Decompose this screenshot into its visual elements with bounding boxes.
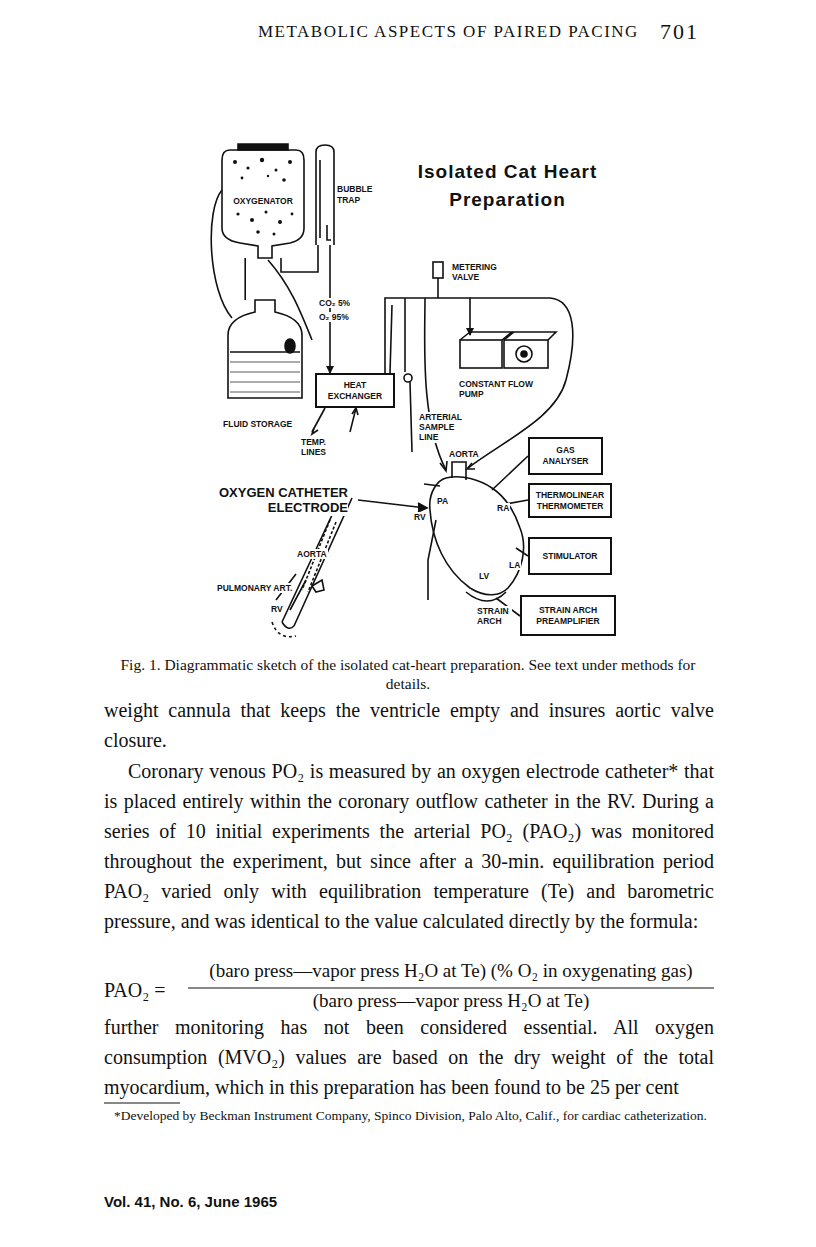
inset-title: OXYGEN CATHETER ELECTRODE (208, 486, 348, 516)
part-label: ARTERIAL SAMPLE LINE (418, 412, 468, 443)
node-text: GAS ANALYSER (533, 445, 598, 466)
oxygenator-vessel: OXYGENATOR (218, 145, 308, 258)
formula-lhs: PAO₂ = (104, 975, 165, 1005)
gas-label: O₂ 95% (318, 312, 350, 322)
node-text: STIMULATOR (543, 551, 598, 562)
tube-connector (281, 245, 318, 272)
pump-unit: CONSTANT FLOW PUMP (455, 335, 550, 400)
bubble-trap: BUBBLE TRAP (312, 145, 382, 245)
instrument-box: STRAIN ARCH PREAMPLIFIER (520, 595, 616, 636)
body-text: further monitoring has not been consider… (104, 1012, 714, 1102)
journal-footer: Vol. 41, No. 6, June 1965 (104, 1193, 277, 1210)
page-number: 701 (660, 19, 699, 45)
anatomy-label: AORTA (448, 449, 480, 459)
instrument-box: GAS ANALYSER (528, 437, 603, 475)
running-head: METABOLIC ASPECTS OF PAIRED PACING (258, 22, 639, 42)
node-text: STRAIN ARCH PREAMPLIFIER (525, 605, 611, 626)
figure-title: Isolated Cat Heart Preparation (410, 158, 605, 214)
body-text: Coronary venous PO₂ is measured by an ox… (104, 756, 714, 936)
storage-bottle: FLUID STORAGE (222, 300, 308, 430)
node-text: HEAT EXCHANGER (320, 380, 390, 401)
tube-connector (385, 298, 470, 373)
tube-connector (329, 245, 331, 373)
formula-numerator: (baro press—vapor press H₂O at Te) (% O₂… (186, 960, 716, 982)
anatomy-label: RV (270, 604, 284, 614)
node-text: THERMOLINEAR THERMOMETER (533, 490, 607, 511)
gas-label: CO₂ 5% (318, 298, 351, 308)
anatomy-label: AORTA (296, 549, 328, 559)
part-label: TEMP. LINES (300, 437, 342, 457)
anatomy-label: PA (436, 496, 449, 506)
tube-connector (244, 258, 246, 300)
node-text: CONSTANT FLOW PUMP (458, 379, 547, 400)
anatomy-label: RV (413, 512, 427, 522)
instrument-box: THERMOLINEAR THERMOMETER (528, 483, 612, 518)
figure-caption: Fig. 1. Diagrammatic sketch of the isola… (120, 655, 696, 693)
heat-exchanger-box: HEAT EXCHANGER (315, 373, 395, 408)
anatomy-label: STRAIN ARCH (476, 606, 512, 626)
node-text: OXYGENATOR (232, 196, 294, 207)
anatomy-label: PULMONARY ART. (216, 583, 293, 593)
anatomy-label: RA (496, 503, 510, 513)
anatomy-label: LA (508, 560, 521, 570)
footnote: *Developed by Beckman Instrument Company… (104, 1108, 714, 1124)
instrument-box: STIMULATOR (528, 537, 612, 575)
part-label: METERING VALVE (451, 262, 501, 282)
node-text: BUBBLE TRAP (336, 184, 376, 205)
body-text: weight cannula that keeps the ventricle … (104, 695, 714, 755)
node-text: FLUID STORAGE (222, 419, 293, 430)
anatomy-label: LV (478, 571, 490, 581)
formula-denominator: (baro press—vapor press H₂O at Te) (186, 990, 716, 1012)
